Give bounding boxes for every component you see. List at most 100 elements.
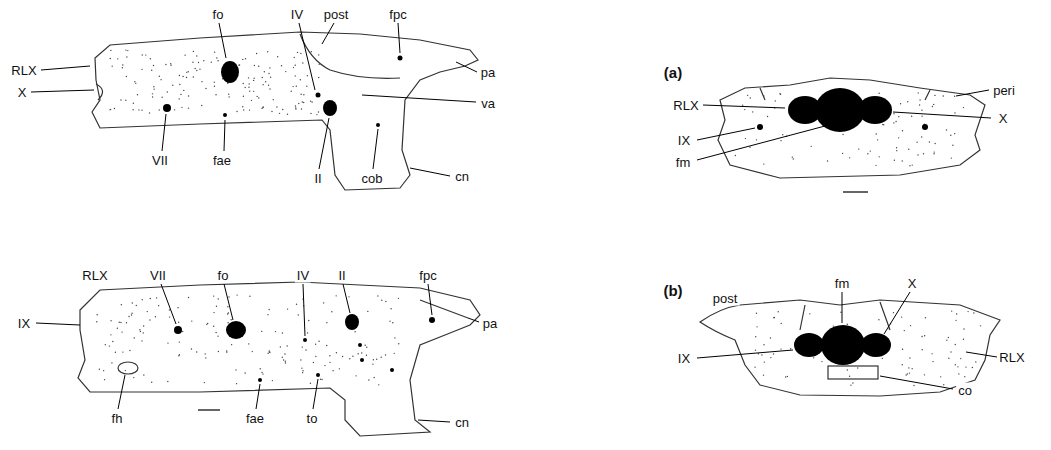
stipple-dot xyxy=(96,314,97,315)
stipple-dot xyxy=(137,94,138,95)
stipple-dot xyxy=(349,358,350,359)
stipple-dot xyxy=(204,382,205,383)
stipple-dot xyxy=(904,330,905,331)
stipple-dot xyxy=(913,385,914,386)
stipple-dot xyxy=(755,349,756,350)
stipple-dot xyxy=(126,76,127,77)
stipple-dot xyxy=(921,349,922,350)
stipple-dot xyxy=(298,314,299,315)
anatomy-label: VII xyxy=(148,268,168,283)
stipple-dot xyxy=(161,97,162,98)
stipple-dot xyxy=(149,319,150,320)
stipple-dot xyxy=(183,90,184,91)
stipple-dot xyxy=(105,344,106,345)
stipple-dot xyxy=(950,351,951,352)
anatomy-label: X xyxy=(997,111,1010,126)
stipple-dot xyxy=(921,115,922,116)
stipple-dot xyxy=(946,129,947,130)
stipple-dot xyxy=(381,300,382,301)
stipple-dot xyxy=(141,109,142,110)
stipple-dot xyxy=(109,109,110,110)
stipple-dot xyxy=(188,297,189,298)
stipple-dot xyxy=(112,65,113,66)
stipple-dot xyxy=(218,298,219,299)
stipple-dot xyxy=(963,107,964,108)
stipple-dot xyxy=(285,361,286,362)
stipple-dot xyxy=(287,114,288,115)
stipple-dot xyxy=(179,84,180,85)
stipple-dot xyxy=(110,50,111,51)
stipple-dot xyxy=(152,96,153,97)
stipple-dot xyxy=(236,383,237,384)
anatomy-label: X xyxy=(906,276,919,291)
stipple-dot xyxy=(972,367,973,368)
stipple-dot xyxy=(921,336,922,337)
stipple-dot xyxy=(967,311,968,312)
stipple-dot xyxy=(300,79,301,80)
stipple-dot xyxy=(261,372,262,373)
stipple-dot xyxy=(236,294,237,295)
stipple-dot xyxy=(302,62,303,63)
stipple-dot xyxy=(326,345,327,346)
stipple-dot xyxy=(188,107,189,108)
stipple-dot xyxy=(908,149,909,150)
stipple-dot xyxy=(902,130,903,131)
stipple-dot xyxy=(196,351,197,352)
stipple-dot xyxy=(249,109,250,110)
stipple-dot xyxy=(900,103,901,104)
stipple-dot xyxy=(243,83,244,84)
stipple-dot xyxy=(186,72,187,73)
stipple-dot xyxy=(315,356,316,357)
stipple-dot xyxy=(152,93,153,94)
stipple-dot xyxy=(311,51,312,52)
stipple-dot xyxy=(153,88,154,89)
stipple-dot xyxy=(244,87,245,88)
stipple-dot xyxy=(332,370,333,371)
stipple-dot xyxy=(248,77,249,78)
stipple-dot xyxy=(335,295,336,296)
stipple-dot xyxy=(763,374,764,375)
stipple-dot xyxy=(876,133,877,134)
stipple-dot xyxy=(950,134,951,135)
anatomy-label: fae xyxy=(244,411,266,426)
stipple-dot xyxy=(205,357,206,358)
stipple-dot xyxy=(254,65,255,66)
leader-lines xyxy=(31,23,997,422)
stipple-dot xyxy=(249,90,250,91)
stipple-dot xyxy=(242,106,243,107)
stipple-dot xyxy=(878,319,879,320)
stipple-dot xyxy=(951,310,952,311)
stipple-dot xyxy=(761,354,762,355)
stipple-dot xyxy=(790,348,791,349)
stipple-dot xyxy=(205,88,206,89)
stipple xyxy=(96,49,981,386)
stipple-dot xyxy=(940,376,941,377)
stipple-dot xyxy=(287,308,288,309)
stipple-dot xyxy=(850,384,851,385)
stipple-dot xyxy=(145,54,146,55)
stipple-dot xyxy=(186,77,187,78)
stipple-dot xyxy=(960,358,961,359)
stipple-dot xyxy=(265,81,266,82)
anatomy-label: post xyxy=(711,291,740,306)
stipple-dot xyxy=(228,296,229,297)
stipple-dot xyxy=(296,303,297,304)
stipple-dot xyxy=(792,156,793,157)
stipple-dot xyxy=(193,76,194,77)
stipple-dot xyxy=(973,312,974,313)
stipple-dot xyxy=(269,67,270,68)
stipple-dot xyxy=(339,368,340,369)
stipple-dot xyxy=(140,331,141,332)
stipple-dot xyxy=(323,302,324,303)
stipple-dot xyxy=(133,377,134,378)
anatomy-label: cn xyxy=(453,169,471,184)
stipple-dot xyxy=(392,322,393,323)
anatomy-label: IX xyxy=(676,133,692,148)
stipple-dot xyxy=(239,64,240,65)
anatomy-label: RLX xyxy=(9,63,38,78)
stipple-dot xyxy=(251,100,252,101)
stipple-dot xyxy=(125,49,126,50)
stipple-dot xyxy=(909,165,910,166)
